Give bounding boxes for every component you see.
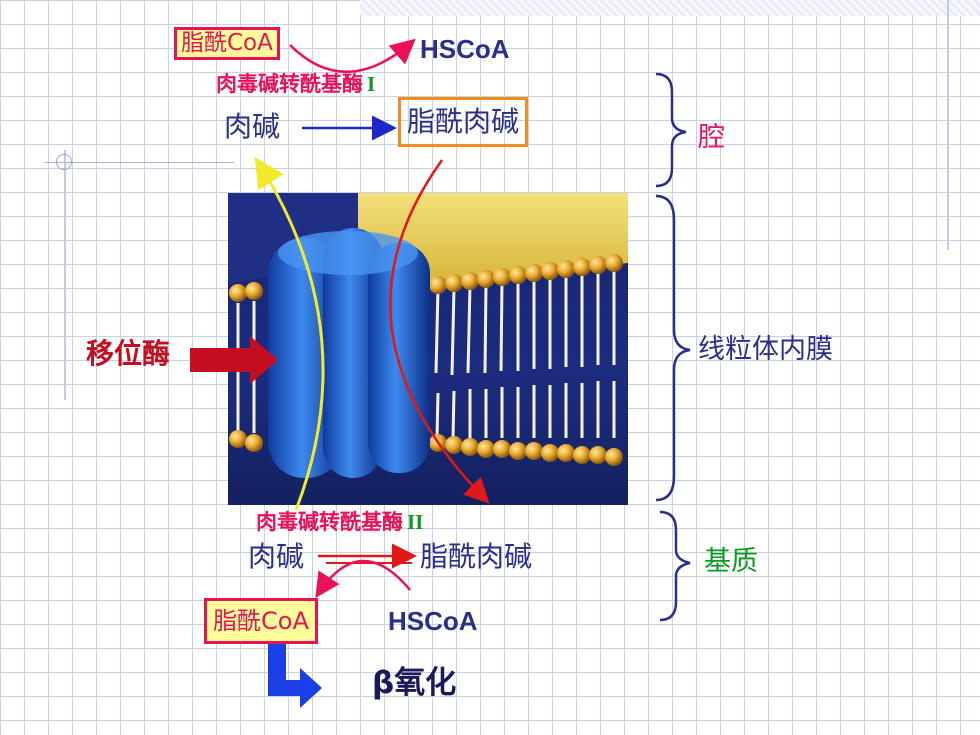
region-lumen-label: 腔 — [698, 122, 725, 153]
region-inner-membrane-label: 线粒体内膜 — [698, 334, 833, 365]
bottom-carnitine-label: 肉碱 — [248, 540, 305, 573]
top-carnitine-label: 肉碱 — [224, 110, 281, 143]
acylcarnitine-import-arrow — [389, 159, 490, 504]
bottom-hscoa-label: HSCoA — [388, 606, 478, 636]
translocase-arrow — [190, 336, 278, 384]
lipid-heads-top — [229, 254, 623, 302]
top-hscoa-label: HSCoA — [420, 34, 510, 64]
carnitine-return-arrow — [254, 156, 325, 511]
enzyme-2-number: II — [407, 510, 424, 534]
bottom-acyl-carnitine-label: 脂酰肉碱 — [420, 540, 533, 573]
membrane-svg — [228, 193, 628, 478]
translocase-protein — [268, 228, 430, 478]
beta-oxidation-label: β氧化 — [372, 665, 457, 701]
slide-top-pattern — [360, 0, 980, 16]
bottom-acyl-coa-box: 脂酰CoA — [204, 598, 318, 644]
enzyme-1-name: 肉毒碱转酰基酶 — [216, 72, 363, 96]
slide-right-rule — [947, 0, 949, 250]
top-coa-release-arrow — [289, 38, 416, 73]
enzyme-1-number: I — [367, 72, 376, 96]
brace-inner-membrane — [655, 194, 691, 502]
lipid-tails — [236, 267, 616, 439]
region-matrix-label: 基质 — [704, 546, 758, 577]
beta-oxidation-arrow — [268, 640, 322, 708]
enzyme-2-name: 肉毒碱转酰基酶 — [256, 510, 403, 534]
slide-horizontal-rule — [44, 162, 234, 163]
slide-ornament-circle — [56, 154, 72, 170]
membrane-illustration — [228, 193, 628, 505]
slide-left-rule — [64, 150, 66, 400]
bottom-coa-arrow — [315, 559, 411, 599]
brace-matrix — [659, 510, 691, 622]
brace-lumen — [655, 72, 687, 188]
top-acyl-coa-box: 脂酰CoA — [174, 27, 280, 60]
translocase-label: 移位酶 — [86, 337, 171, 370]
top-acyl-carnitine-box: 脂酰肉碱 — [398, 97, 529, 147]
